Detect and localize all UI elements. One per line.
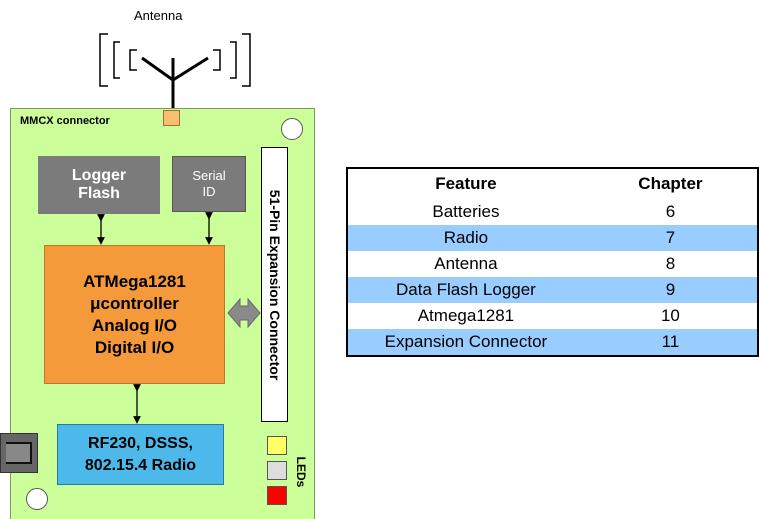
feature-cell: Antenna	[434, 254, 498, 273]
chapter-cell: 7	[583, 225, 758, 251]
leds-label: LEDs	[294, 456, 308, 488]
logger-flash-block: Logger Flash	[38, 156, 160, 214]
mounting-hole-bottom	[26, 488, 48, 510]
antenna-icon	[99, 33, 251, 112]
table-row: Batteries 6	[347, 199, 758, 225]
expansion-connector-label: 51-Pin Expansion Connector	[266, 189, 283, 380]
header-feature: Feature	[347, 168, 584, 199]
table-row: Data Flash Logger 9	[347, 277, 758, 303]
led-red	[267, 486, 287, 505]
microcontroller-block: ATMega1281 μcontroller Analog I/O Digita…	[44, 245, 225, 384]
chapter-cell: 8	[665, 254, 676, 273]
chapter-cell: 11	[583, 329, 758, 356]
side-connector-port	[6, 442, 32, 464]
mmcx-connector	[163, 110, 180, 126]
table-row: Radio 7	[347, 225, 758, 251]
led-yellow	[267, 436, 287, 455]
feature-table: Feature Chapter Batteries 6 Radio 7 Ante…	[346, 167, 759, 357]
table-header-row: Feature Chapter	[347, 168, 758, 199]
chapter-cell: 6	[665, 202, 676, 221]
mounting-hole-top	[281, 118, 303, 140]
feature-cell: Expansion Connector	[347, 329, 584, 356]
connection-arrows	[97, 212, 261, 424]
leds-label-box: LEDs	[294, 452, 308, 492]
feature-cell: Atmega1281	[417, 306, 515, 325]
chapter-cell: 10	[660, 306, 680, 325]
feature-cell: Batteries	[432, 202, 500, 221]
radio-block: RF230, DSSS, 802.15.4 Radio	[57, 424, 224, 485]
table-row: Atmega1281 10	[347, 303, 758, 329]
feature-cell: Data Flash Logger	[347, 277, 584, 303]
mcu-expansion-double-arrow	[227, 297, 261, 329]
header-chapter: Chapter	[583, 168, 758, 199]
serial-id-block: Serial ID	[172, 156, 246, 212]
table-row: Antenna 8	[347, 251, 758, 277]
feature-cell: Radio	[347, 225, 584, 251]
table-row: Expansion Connector 11	[347, 329, 758, 356]
chapter-cell: 9	[583, 277, 758, 303]
led-white	[267, 461, 287, 480]
expansion-connector: 51-Pin Expansion Connector	[261, 147, 288, 422]
mmcx-connector-label: MMCX connector	[20, 115, 110, 127]
antenna-label: Antenna	[134, 8, 183, 23]
